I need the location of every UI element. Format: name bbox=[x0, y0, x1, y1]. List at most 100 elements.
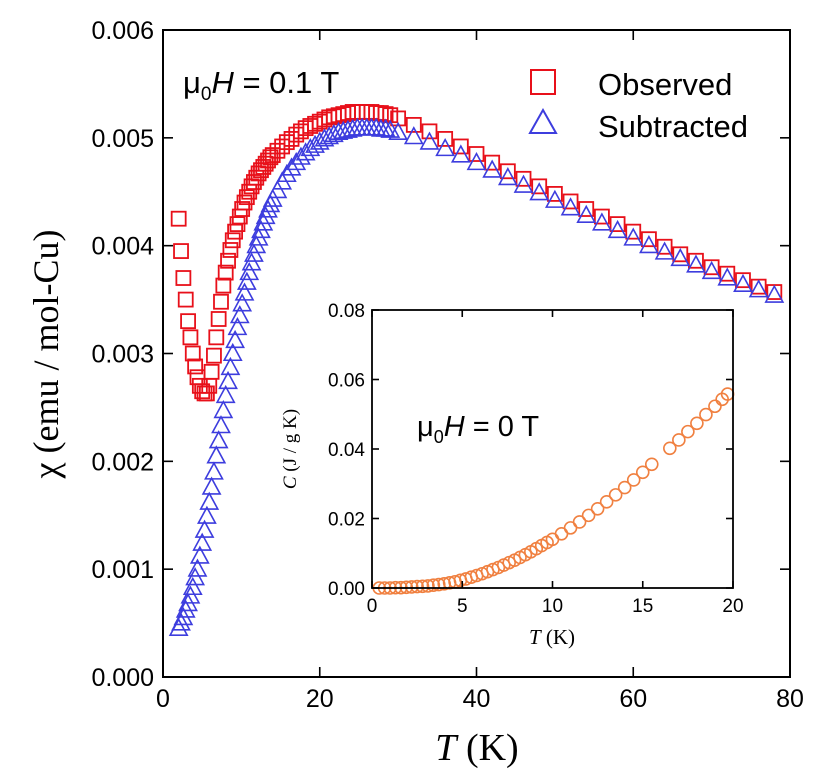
inset-series-0-point bbox=[608, 488, 623, 502]
main-series-1-point bbox=[717, 267, 738, 286]
main-series-0-point bbox=[208, 329, 225, 346]
main-series-0-point bbox=[187, 358, 204, 375]
main-series-0-point bbox=[468, 146, 485, 162]
legend-subtracted-marker bbox=[528, 107, 558, 134]
main-series-1-point bbox=[187, 558, 208, 577]
main-y-tick-label: 0.001 bbox=[91, 556, 154, 584]
main-series-1-point bbox=[208, 430, 229, 449]
main-x-tick-label: 20 bbox=[306, 685, 334, 713]
main-series-0-point bbox=[173, 243, 189, 259]
inset-series-0-point bbox=[690, 416, 704, 431]
main-series-1-point bbox=[211, 415, 231, 434]
inset-series-0-point bbox=[590, 501, 605, 516]
main-series-0-point bbox=[203, 363, 220, 380]
inset-x-tick-label: 0 bbox=[367, 596, 378, 617]
main-series-1-point bbox=[253, 212, 274, 231]
main-series-0-point bbox=[175, 270, 192, 286]
main-series-1-point bbox=[701, 260, 722, 280]
main-y-tick-label: 0.006 bbox=[91, 17, 154, 45]
main-series-0-point bbox=[206, 347, 222, 364]
main-series-1-point bbox=[215, 384, 236, 404]
main-series-1-point bbox=[403, 126, 424, 145]
main-series-1-point bbox=[204, 461, 224, 480]
main-series-1-point bbox=[222, 342, 243, 362]
inset-series-0-point bbox=[672, 433, 686, 447]
main-series-0-point bbox=[215, 277, 232, 294]
inset-series-0-point bbox=[431, 577, 446, 592]
main-series-0-point bbox=[182, 329, 199, 346]
main-series-0-point bbox=[688, 252, 704, 269]
main-series-1-point bbox=[592, 212, 612, 231]
inset-x-tick-label: 10 bbox=[542, 596, 563, 617]
main-series-1-point bbox=[560, 197, 581, 216]
main-series-1-point bbox=[450, 144, 471, 163]
inset-series-0-point bbox=[599, 495, 614, 509]
main-series-1-point bbox=[194, 519, 215, 538]
main-series-1-point bbox=[281, 157, 302, 176]
main-series-0-point bbox=[269, 142, 286, 159]
main-series-0-point bbox=[264, 147, 281, 163]
main-field-annotation: μ0H = 0.1 T bbox=[183, 65, 339, 105]
main-series-1-point bbox=[236, 271, 257, 290]
main-series-0-point bbox=[260, 152, 276, 169]
inset-x-tick-label: 5 bbox=[457, 596, 468, 617]
main-series-1-point bbox=[213, 399, 234, 419]
main-y-tick-label: 0.005 bbox=[91, 125, 154, 153]
main-series-1-point bbox=[206, 445, 227, 464]
inset-series-0-point bbox=[644, 457, 659, 472]
main-series-1-point bbox=[654, 241, 675, 260]
inset-series-0-point bbox=[617, 480, 632, 495]
inset-y-tick-label: 0.08 bbox=[328, 301, 365, 322]
main-series-0-point bbox=[515, 170, 532, 187]
main-series-0-point bbox=[184, 345, 201, 362]
main-series-1-point bbox=[623, 227, 644, 246]
inset-y-tick-label: 0.02 bbox=[328, 510, 365, 531]
y-axis-label: χ (emu / mol-Cu) bbox=[26, 230, 66, 480]
main-series-0-point bbox=[236, 194, 253, 211]
inset-y-axis-label: C (J / g K) bbox=[280, 409, 301, 489]
main-series-1-point bbox=[482, 159, 503, 178]
main-series-1-point bbox=[529, 182, 550, 201]
main-series-1-point bbox=[225, 329, 245, 349]
main-series-1-point bbox=[366, 117, 387, 136]
main-series-0-point bbox=[735, 272, 751, 289]
main-y-tick-label: 0.002 bbox=[91, 448, 154, 476]
main-x-tick-label: 60 bbox=[619, 685, 647, 713]
main-series-0-point bbox=[224, 232, 241, 249]
main-x-tick-label: 0 bbox=[156, 685, 170, 713]
inset-series-0-point bbox=[699, 407, 713, 422]
main-series-0-point bbox=[210, 311, 227, 327]
main-series-1-point bbox=[175, 599, 196, 618]
main-series-1-point bbox=[309, 131, 330, 150]
main-series-0-point bbox=[222, 242, 239, 258]
main-series-0-point bbox=[719, 265, 736, 282]
main-series-0-point bbox=[625, 223, 642, 240]
main-series-0-point bbox=[217, 264, 234, 281]
inset-series-0-point bbox=[415, 579, 430, 594]
main-series-0-point bbox=[405, 116, 422, 133]
main-series-0-point bbox=[177, 291, 194, 308]
main-series-1-point bbox=[419, 131, 440, 150]
inset-x-axis-label: T (K) bbox=[529, 625, 575, 649]
inset-series-0-point bbox=[635, 465, 650, 480]
main-plot-markers bbox=[168, 104, 785, 637]
main-series-0-point bbox=[170, 210, 187, 227]
main-series-1-point bbox=[513, 174, 534, 193]
inset-field-annotation: μ0H = 0 T bbox=[417, 411, 539, 447]
main-series-1-point bbox=[544, 189, 565, 208]
main-series-1-point bbox=[388, 121, 409, 140]
main-series-0-point bbox=[437, 131, 454, 147]
main-series-0-point bbox=[452, 138, 469, 155]
main-series-0-point bbox=[656, 238, 673, 255]
main-series-1-point bbox=[239, 261, 260, 281]
main-series-0-point bbox=[578, 201, 595, 217]
main-series-1-point bbox=[201, 476, 222, 495]
main-y-tick-label: 0.000 bbox=[91, 664, 154, 692]
main-series-1-point bbox=[639, 234, 659, 254]
main-series-1-point bbox=[286, 151, 307, 171]
inset-series-0-point bbox=[572, 515, 587, 529]
main-series-0-point bbox=[180, 313, 196, 330]
inset-y-tick-label: 0.04 bbox=[328, 440, 365, 461]
